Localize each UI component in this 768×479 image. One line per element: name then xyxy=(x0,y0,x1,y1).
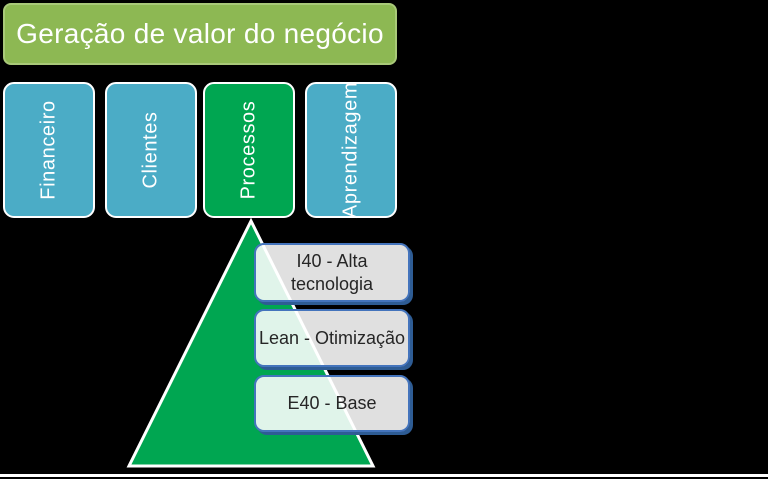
pyramid-level-lean: Lean - Otimização xyxy=(254,309,410,367)
column-financeiro-label: Financeiro xyxy=(37,100,60,200)
column-clientes: Clientes xyxy=(105,82,197,218)
pyramid-level-e40: E40 - Base xyxy=(254,375,410,432)
column-aprendizagem: Aprendizagem xyxy=(305,82,397,218)
header-box: Geração de valor do negócio xyxy=(3,3,397,65)
column-aprendizagem-label: Aprendizagem xyxy=(339,81,362,219)
pyramid-level-e40-label: E40 - Base xyxy=(287,393,377,414)
pyramid-level-i40-label: I40 - Alta tecnologia xyxy=(290,251,374,294)
column-financeiro: Financeiro xyxy=(3,82,95,218)
column-processos: Processos xyxy=(203,82,295,218)
column-clientes-label: Clientes xyxy=(139,111,162,189)
header-label: Geração de valor do negócio xyxy=(16,18,384,49)
pyramid-level-i40: I40 - Alta tecnologia xyxy=(254,243,410,302)
bottom-border-line xyxy=(0,474,768,477)
pyramid-level-lean-label: Lean - Otimização xyxy=(258,327,406,348)
column-processos-label: Processos xyxy=(237,100,260,200)
